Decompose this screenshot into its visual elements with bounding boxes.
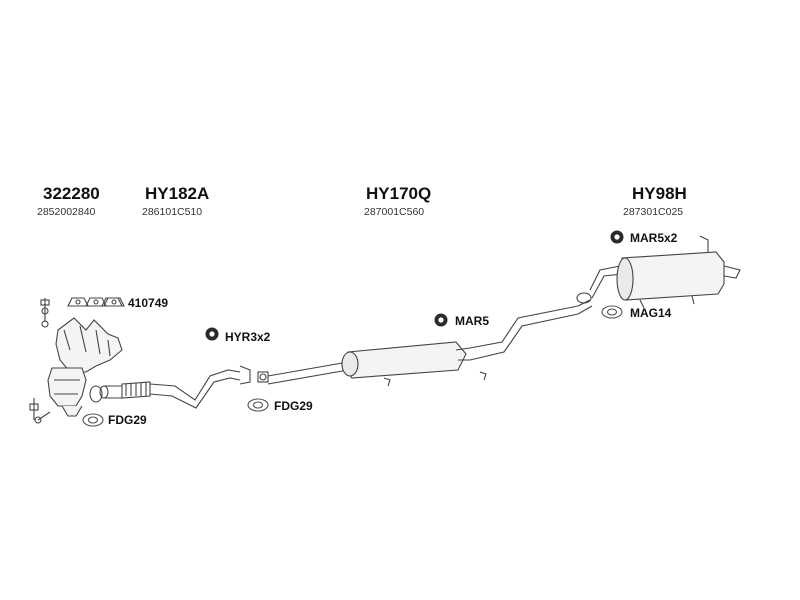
oe-number-front-pipe: 286101C510 <box>142 206 203 218</box>
callout-fdg-mid: FDG29 <box>274 399 313 413</box>
callout-mar-right: MAR5x2 <box>630 231 678 245</box>
oxygen-sensor-upper <box>40 298 50 328</box>
front-pipe <box>104 365 251 409</box>
oe-number-rear-silencer: 287301C025 <box>623 206 684 218</box>
intermediate-pipe-silencer <box>267 305 579 387</box>
part-code-manifold: 322280 <box>43 184 100 203</box>
front-flange <box>89 385 109 403</box>
callout-mar-mid: MAR5 <box>455 314 490 328</box>
manifold-catalytic-converter <box>47 317 123 417</box>
mar-hanger-icon <box>434 313 448 327</box>
callout-mag: MAG14 <box>630 306 672 320</box>
mag-gasket-icon <box>601 305 623 319</box>
callout-fdg-left: FDG29 <box>108 413 147 427</box>
rear-silencer <box>589 235 741 309</box>
fdg-gasket-icon-left <box>82 413 104 427</box>
fdg-gasket-icon-mid <box>247 398 269 412</box>
callout-hyr-hanger: HYR3x2 <box>225 330 271 344</box>
mar-x2-hanger-icon <box>610 230 624 244</box>
rear-flange <box>576 292 593 315</box>
hyr-hanger-icon <box>205 327 219 341</box>
oe-number-manifold: 2852002840 <box>37 206 96 218</box>
part-code-middle-silencer: HY170Q <box>366 184 432 203</box>
part-code-front-pipe: HY182A <box>145 184 210 203</box>
oe-number-middle-silencer: 287001C560 <box>364 206 425 218</box>
callout-gasket-set: 410749 <box>128 296 169 310</box>
oxygen-sensor-lower <box>29 398 51 424</box>
part-code-rear-silencer: HY98H <box>632 184 687 203</box>
gasket-set-icon <box>67 297 125 307</box>
front-pipe-hanger <box>257 371 269 383</box>
